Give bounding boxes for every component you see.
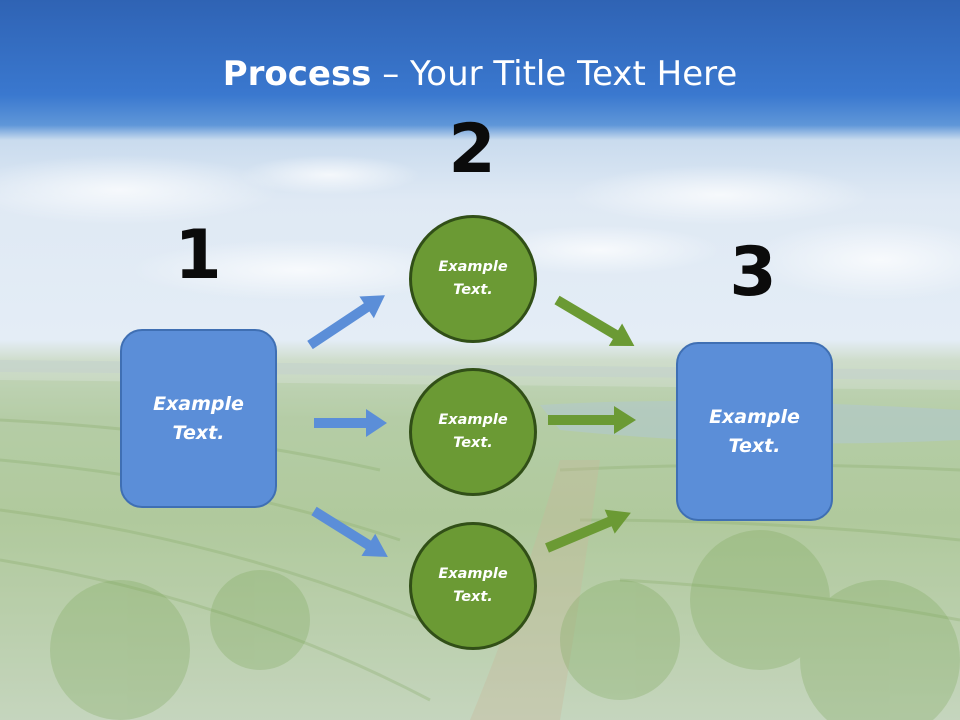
left-box: Example Text.	[120, 329, 277, 508]
step-number-2: 2	[448, 110, 496, 189]
right-box: Example Text.	[676, 342, 833, 521]
circle-middle-label: Example Text.	[438, 412, 508, 451]
circle-top: Example Text.	[409, 215, 537, 343]
arrow-to-middle-icon	[314, 409, 387, 437]
circle-bottom: Example Text.	[409, 522, 537, 650]
arrow-from-top-icon	[554, 295, 635, 346]
left-box-label: Example Text.	[153, 392, 244, 444]
slide-title: Process – Your Title Text Here	[0, 52, 960, 96]
circle-bottom-label: Example Text.	[438, 566, 508, 605]
step-number-3: 3	[729, 233, 777, 312]
arrow-from-middle-icon	[548, 406, 636, 434]
step-number-1: 1	[174, 216, 222, 295]
arrow-from-bottom-icon	[545, 509, 631, 553]
circle-middle: Example Text.	[409, 368, 537, 496]
circle-top-label: Example Text.	[438, 259, 508, 298]
right-box-label: Example Text.	[709, 405, 800, 457]
arrow-to-bottom-icon	[311, 506, 388, 557]
arrow-to-top-icon	[307, 295, 385, 350]
title-bold: Process	[222, 54, 372, 94]
title-rest: – Your Title Text Here	[371, 54, 738, 94]
